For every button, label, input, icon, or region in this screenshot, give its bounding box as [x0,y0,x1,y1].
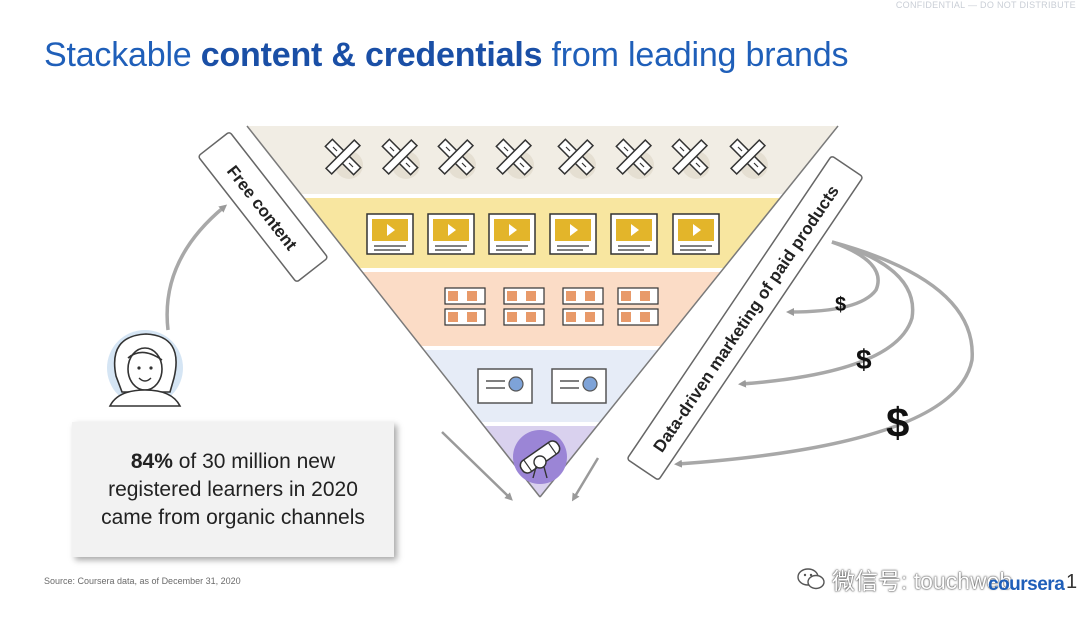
course-module-icon [617,287,659,305]
certificate-icon [477,368,533,404]
certificate-icon [551,368,607,404]
coursera-logo: coursera [988,574,1065,595]
video-lesson-icon [366,213,414,255]
pencil-ruler-icon [437,138,476,179]
diploma-icon [513,430,567,484]
pencil-ruler-icon [381,138,420,179]
video-lesson-icon [427,213,475,255]
course-module-icon [444,308,486,326]
course-module-icon [562,308,604,326]
source-note: Source: Coursera data, as of December 31… [44,576,241,586]
pencil-ruler-icon [324,138,363,179]
pencil-ruler-icon [729,138,768,179]
dollar-medium: $ [856,344,872,375]
video-lesson-icon [549,213,597,255]
tier-courses [247,270,838,348]
tools-icons [324,138,768,179]
course-module-icon [617,308,659,326]
pencil-ruler-icon [615,138,654,179]
confidential-notice: CONFIDENTIAL — DO NOT DISTRIBUTE [895,0,1076,10]
dollar-large: $ [886,399,909,446]
video-lesson-icon [672,213,720,255]
page-title: Stackable content & credentials from lea… [44,36,848,75]
stat-callout: 84% of 30 million new registered learner… [72,422,394,557]
pencil-ruler-icon [557,138,596,179]
course-module-icon [444,287,486,305]
tier-certificates [247,348,838,424]
stat-description: of 30 million new registered learners in… [101,449,365,529]
pencil-ruler-icon [495,138,534,179]
course-icons [444,287,659,326]
marketing-banner [627,156,863,480]
pencil-ruler-icon [671,138,710,179]
stat-text: 84% of 30 million new registered learner… [99,448,367,532]
video-lesson-icon [488,213,536,255]
free-content-banner [198,132,328,282]
course-module-icon [503,308,545,326]
title-prefix: Stackable [44,36,201,74]
title-suffix: from leading brands [542,36,849,74]
course-module-icon [562,287,604,305]
video-lesson-icon [610,213,658,255]
video-icons [366,213,720,255]
title-bold: content & credentials [200,36,543,74]
wechat-watermark: 微信号: touchweb [796,562,1012,596]
page-number: 1 [1066,571,1078,593]
tier-tools [247,126,838,196]
wechat-id: 微信号: touchweb [832,568,1013,594]
wechat-icon [797,568,825,590]
dollar-small: $ [835,294,846,316]
stat-percent: 84% [130,449,173,473]
course-module-icon [503,287,545,305]
learner-avatar [107,330,183,407]
